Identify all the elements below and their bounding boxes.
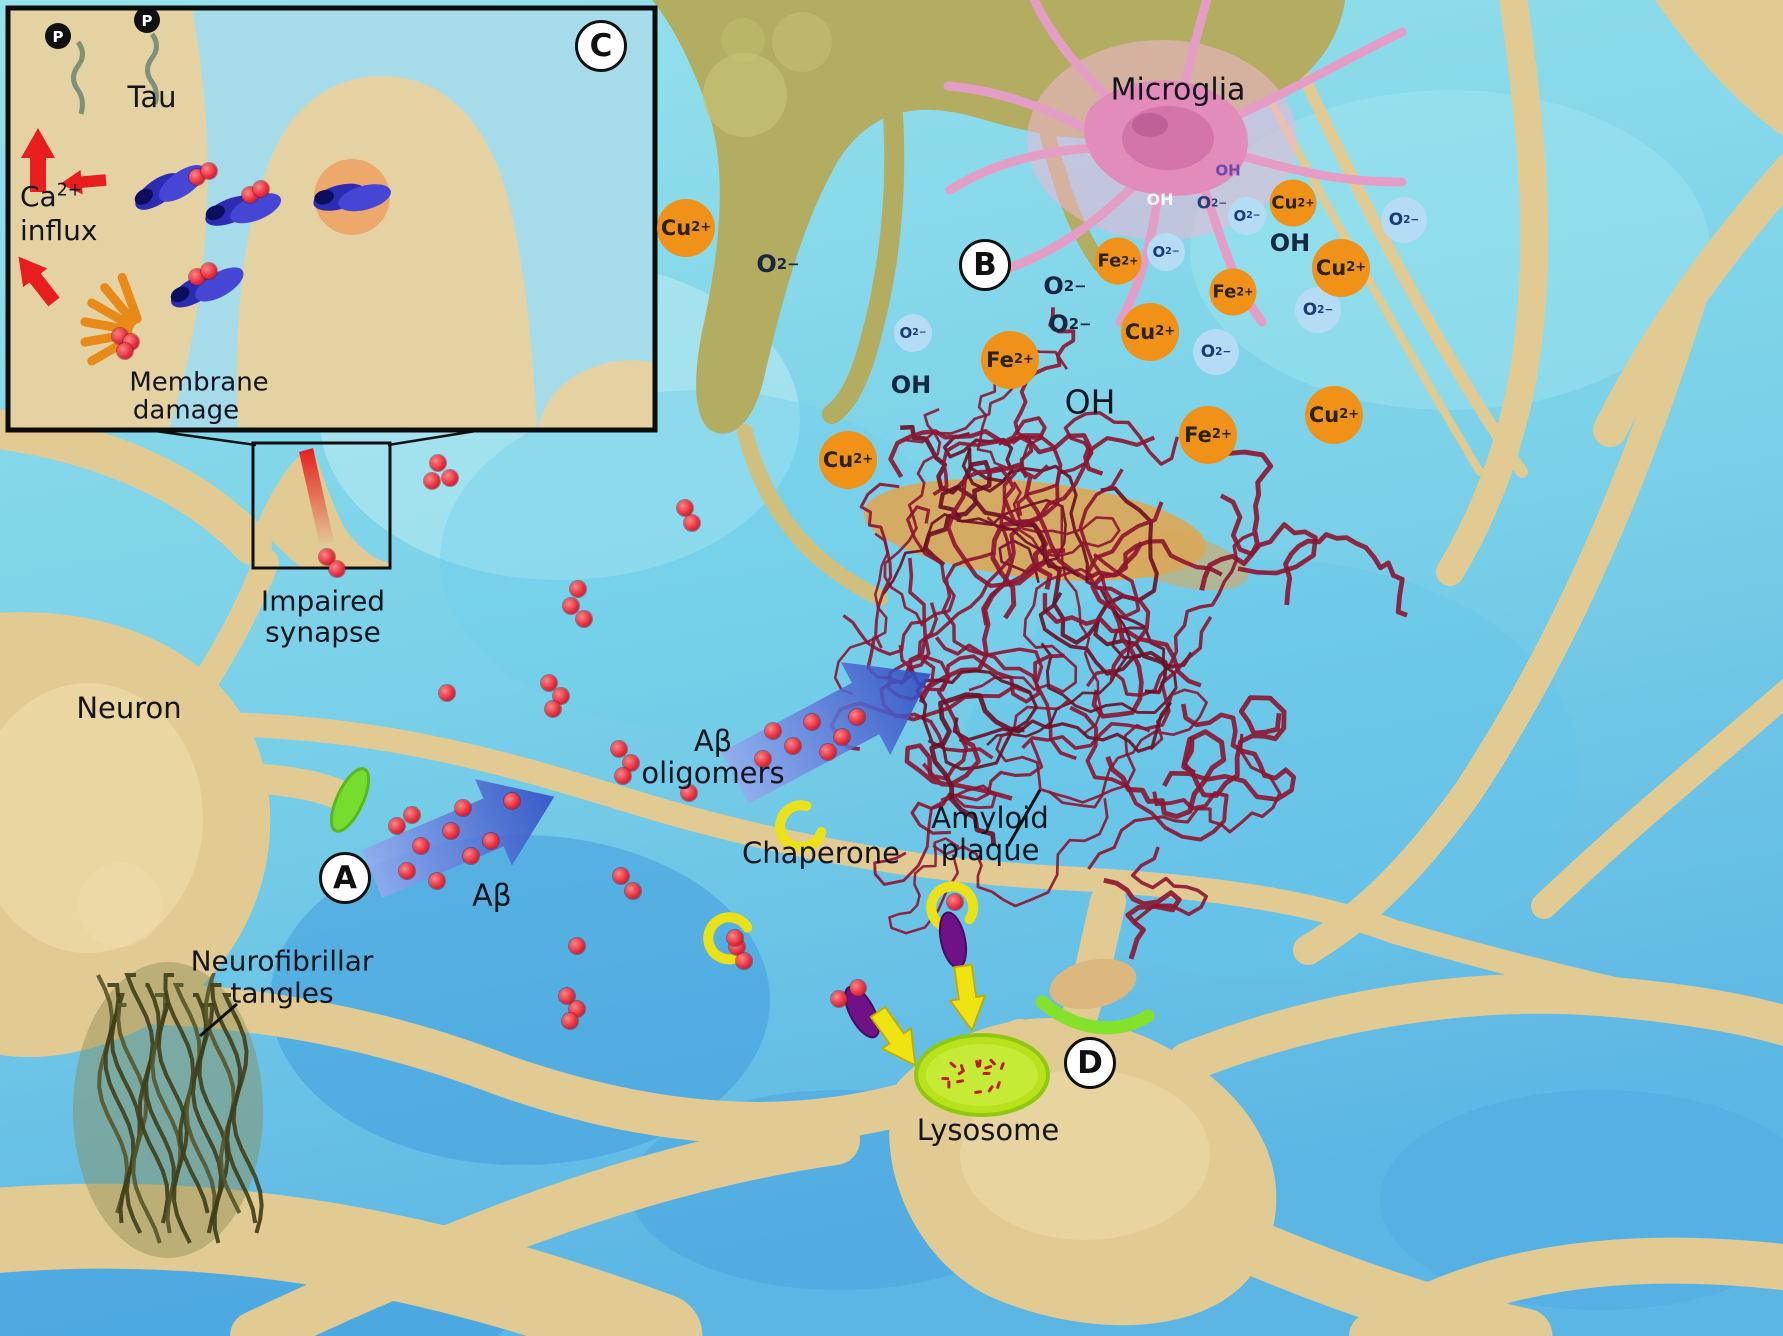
lysosome-art: [914, 1033, 1050, 1117]
tangles-pointer-line: [199, 1002, 238, 1038]
impaired-synapse-callout: [147, 428, 483, 570]
plaque-pointer-line: [1006, 789, 1042, 847]
phospho-p-label: P: [53, 28, 64, 46]
abeta-fibril-beans: [134, 165, 391, 308]
degradation-complexes: [844, 911, 968, 1039]
amyloid-plaque-fibrils: [829, 307, 1408, 960]
synapse-a-terminal: [329, 767, 371, 833]
amyloid-plaque-art: [829, 307, 1408, 960]
inset-art: P P: [5, 5, 658, 433]
tau-proteins: P P: [45, 7, 160, 115]
synapse-d-terminal: [1035, 958, 1155, 1035]
inset-border: [5, 5, 658, 433]
microglia-cell: [943, 0, 1407, 327]
neurofibrillar-tangles-art: [73, 962, 264, 1258]
phospho-p-label: P: [142, 12, 153, 30]
